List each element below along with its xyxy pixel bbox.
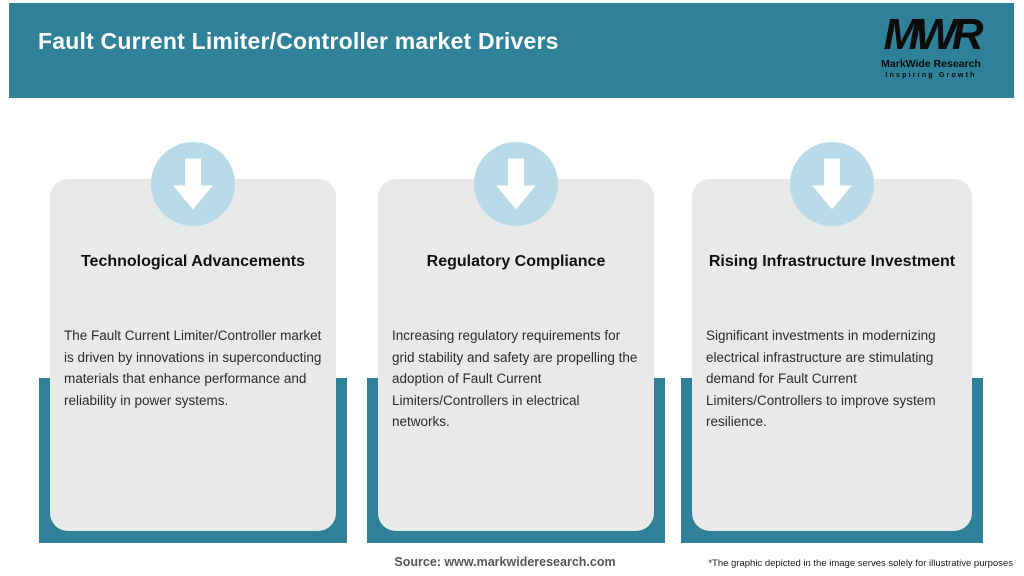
card-title: Regulatory Compliance xyxy=(426,253,606,270)
source-text: Source: www.markwideresearch.com xyxy=(394,555,616,569)
card-body-text: Increasing regulatory requirements for g… xyxy=(392,328,638,429)
card: Technological Advancements The Fault Cur… xyxy=(50,179,336,531)
header-banner: Fault Current Limiter/Controller market … xyxy=(9,3,1014,98)
logo-company-name: MarkWide Research xyxy=(881,58,981,70)
page-title: Fault Current Limiter/Controller market … xyxy=(38,28,559,54)
card-body-text: Significant investments in modernizing e… xyxy=(706,328,936,429)
logo-tagline: Inspiring Growth xyxy=(885,72,977,79)
arrow-down-icon xyxy=(474,142,558,226)
arrow-down-icon xyxy=(151,142,235,226)
card-title: Technological Advancements xyxy=(80,253,306,270)
card-title: Rising Infrastructure Investment xyxy=(708,253,956,270)
arrow-down-icon xyxy=(790,142,874,226)
card-body-text: The Fault Current Limiter/Controller mar… xyxy=(64,328,322,408)
disclaimer-text: *The graphic depicted in the image serve… xyxy=(708,558,1013,569)
markwide-research-logo: MWR MarkWide Research Inspiring Growth xyxy=(866,10,996,80)
driver-card-rising-infrastructure-investment: Rising Infrastructure Investment Signifi… xyxy=(681,140,983,545)
driver-card-regulatory-compliance: Regulatory Compliance Increasing regulat… xyxy=(367,140,665,545)
card: Regulatory Compliance Increasing regulat… xyxy=(378,179,654,531)
driver-card-technological-advancements: Technological Advancements The Fault Cur… xyxy=(39,140,347,545)
card: Rising Infrastructure Investment Signifi… xyxy=(692,179,972,531)
logo-monogram: MWR xyxy=(883,10,984,59)
